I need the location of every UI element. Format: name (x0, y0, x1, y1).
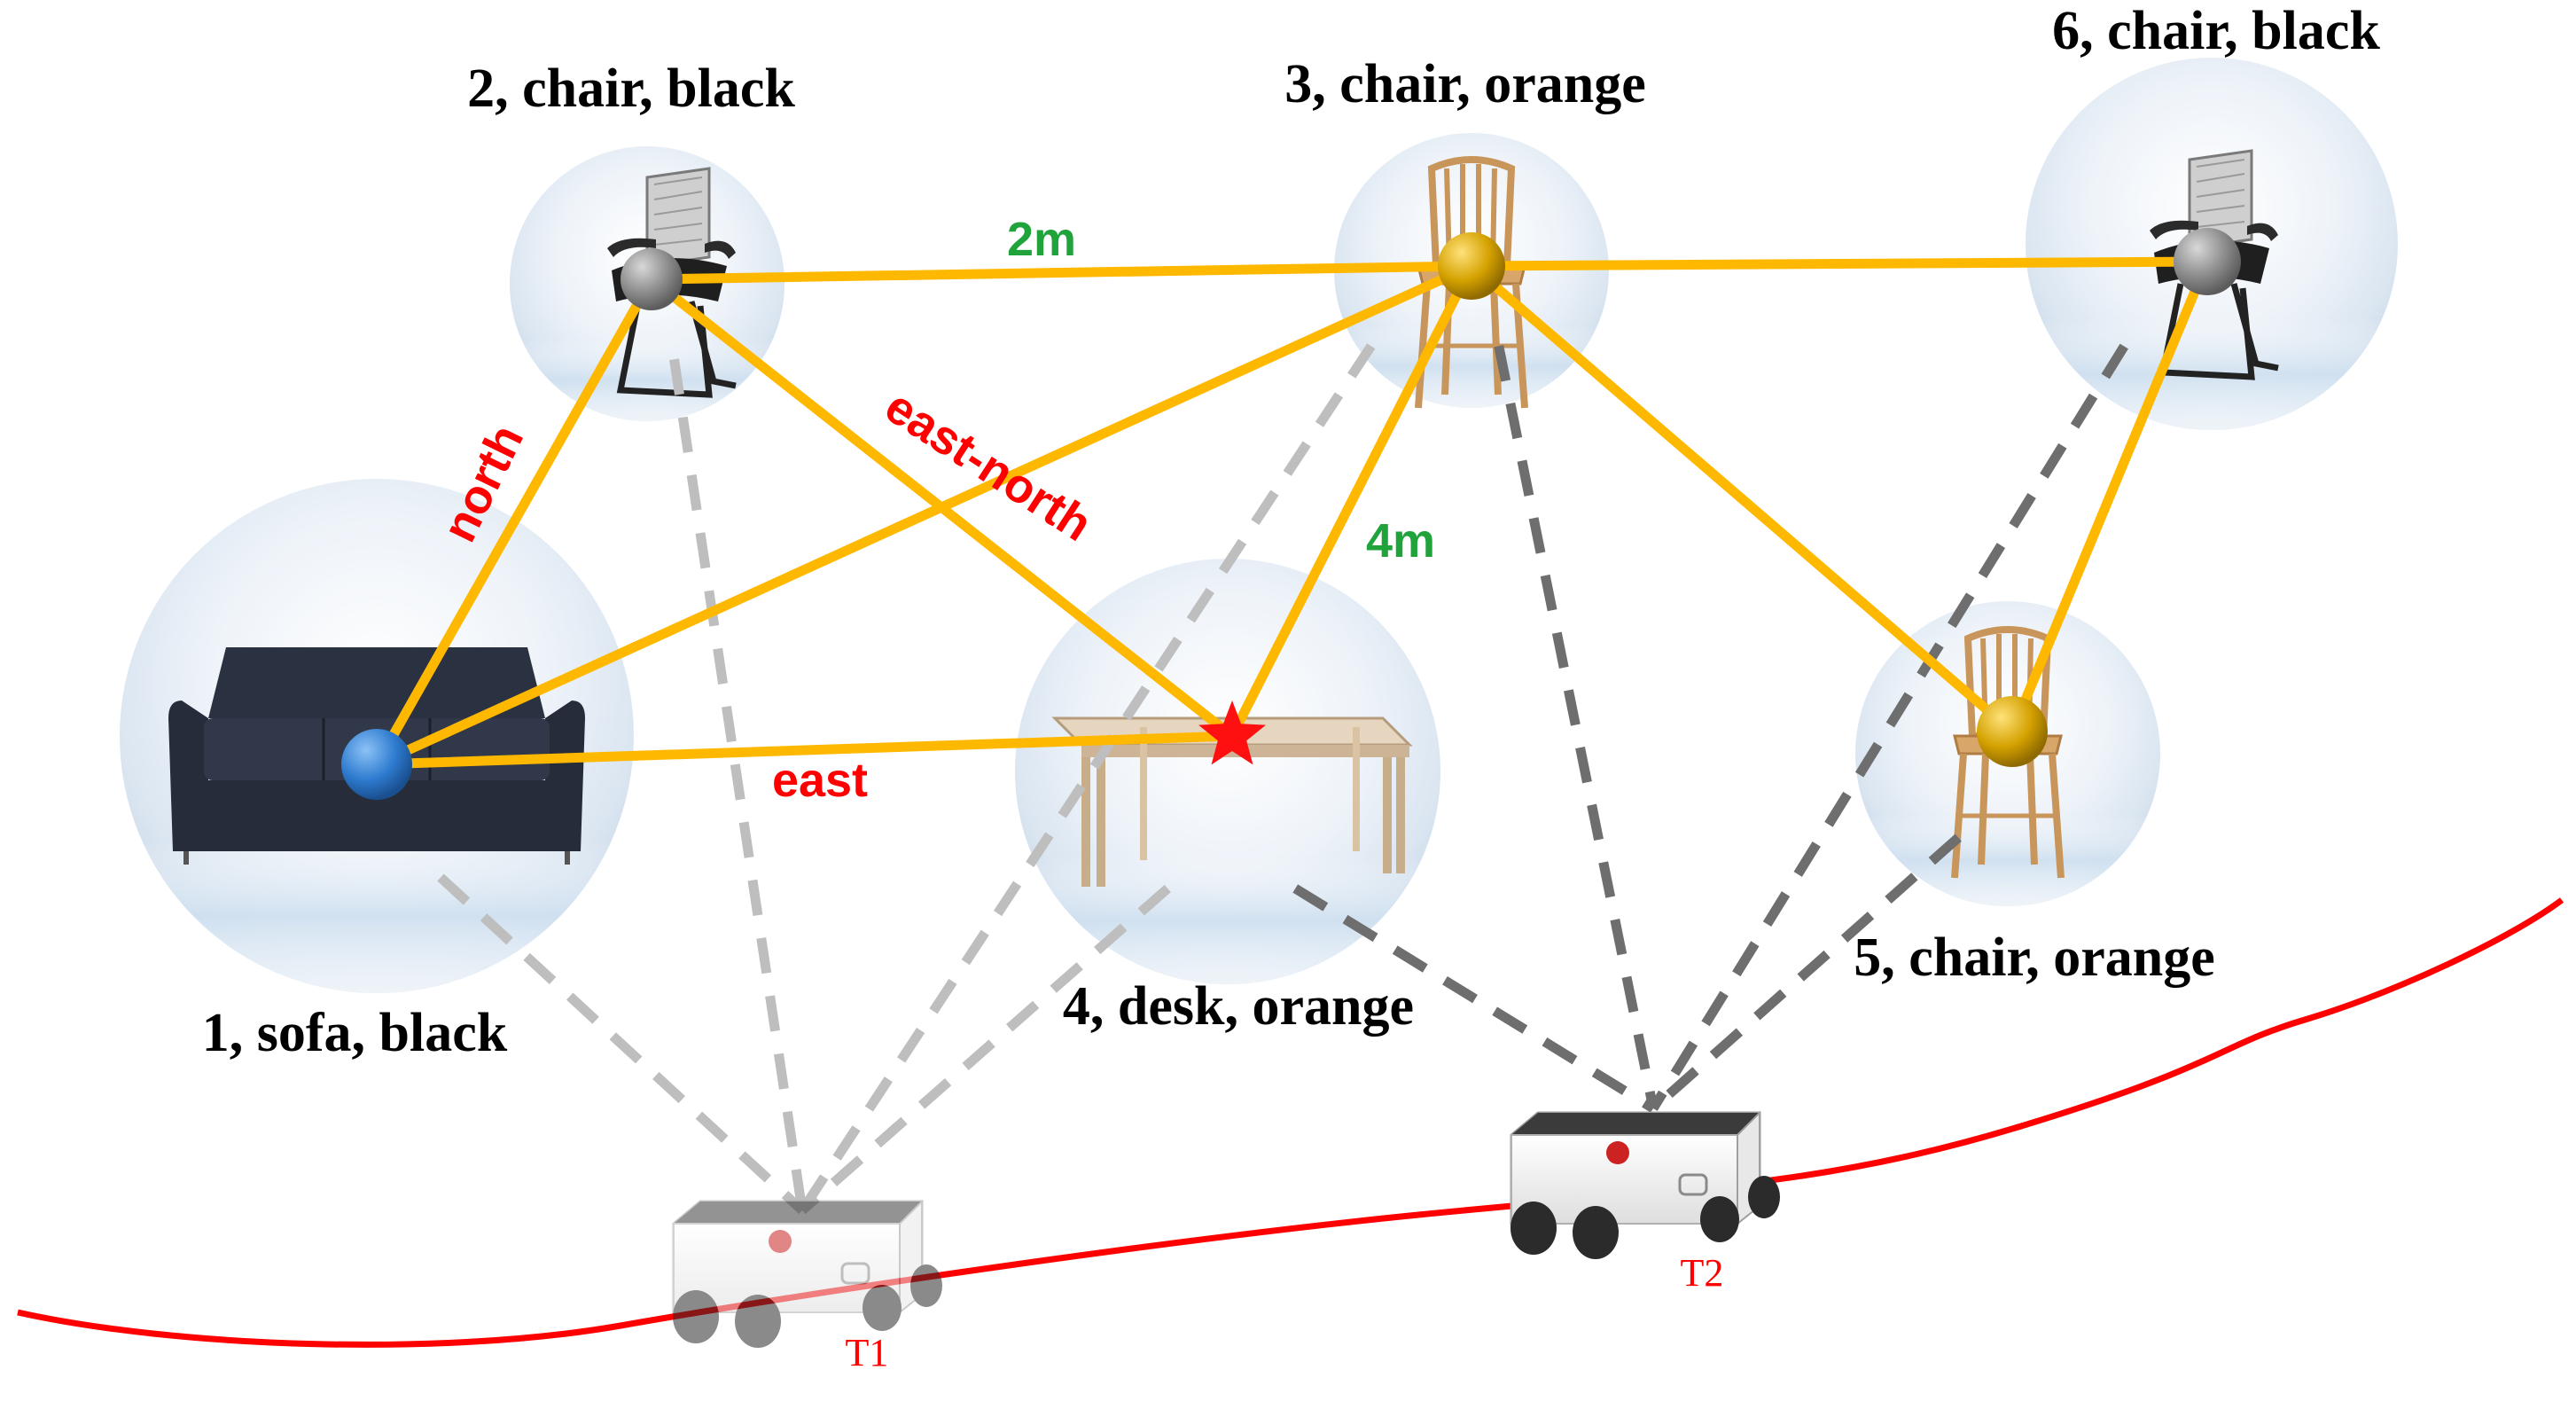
distance-label: 2m (1006, 213, 1077, 266)
relation-label: east (771, 754, 869, 807)
graph-node-2 (621, 248, 683, 310)
graph-edge-2-3 (646, 261, 1477, 285)
graph-edge-2-4 (646, 274, 1237, 741)
graph-edges (371, 256, 2213, 770)
object-label-3: 3, chair, orange (1284, 54, 1646, 114)
graph-edge-1-3 (371, 261, 1477, 770)
robot-label-T1: T1 (845, 1331, 889, 1374)
graph-edge-3-5 (1466, 261, 2018, 737)
observation-line-T1-4 (799, 884, 1171, 1215)
robot-label-T2: T2 (1680, 1251, 1724, 1295)
star-icon (1198, 701, 1266, 765)
graph-node-5 (1977, 696, 2048, 767)
distance-label: 4m (1365, 514, 1436, 568)
object-label-6: 6, chair, black (2052, 1, 2380, 61)
object-label-2: 2, chair, black (467, 59, 795, 119)
graph-nodes (341, 228, 2241, 800)
graph-node-3 (1438, 232, 1505, 300)
object-label-5: 5, chair, orange (1854, 928, 2215, 988)
observation-line-T1-1 (437, 873, 806, 1215)
graph-node-1 (341, 729, 412, 800)
mobile-robot-icon (1509, 1111, 1782, 1261)
object-bubble-floor-4 (1015, 559, 1440, 984)
mobile-robot-icon (671, 1200, 944, 1350)
observation-line-T1-2 (669, 358, 808, 1211)
object-label-1: 1, sofa, black (201, 1003, 508, 1063)
graph-node-6 (2174, 228, 2241, 295)
observation-lines (437, 343, 2128, 1215)
graph-edge-3-4 (1227, 261, 1477, 741)
observation-line-T2-5 (1650, 834, 1962, 1113)
observation-line-T2-6 (1649, 343, 2128, 1111)
graph-edge-1-4 (371, 731, 1237, 770)
object-label-4: 4, desk, orange (1062, 976, 1415, 1037)
graph-edge-3-6 (1466, 256, 2213, 271)
observation-line-T2-3 (1494, 345, 1659, 1110)
graph-edge-6-5 (2007, 256, 2213, 737)
graph-edge-1-2 (371, 274, 657, 770)
object-bubbles (120, 58, 2398, 993)
observation-line-T2-4 (1292, 884, 1656, 1113)
